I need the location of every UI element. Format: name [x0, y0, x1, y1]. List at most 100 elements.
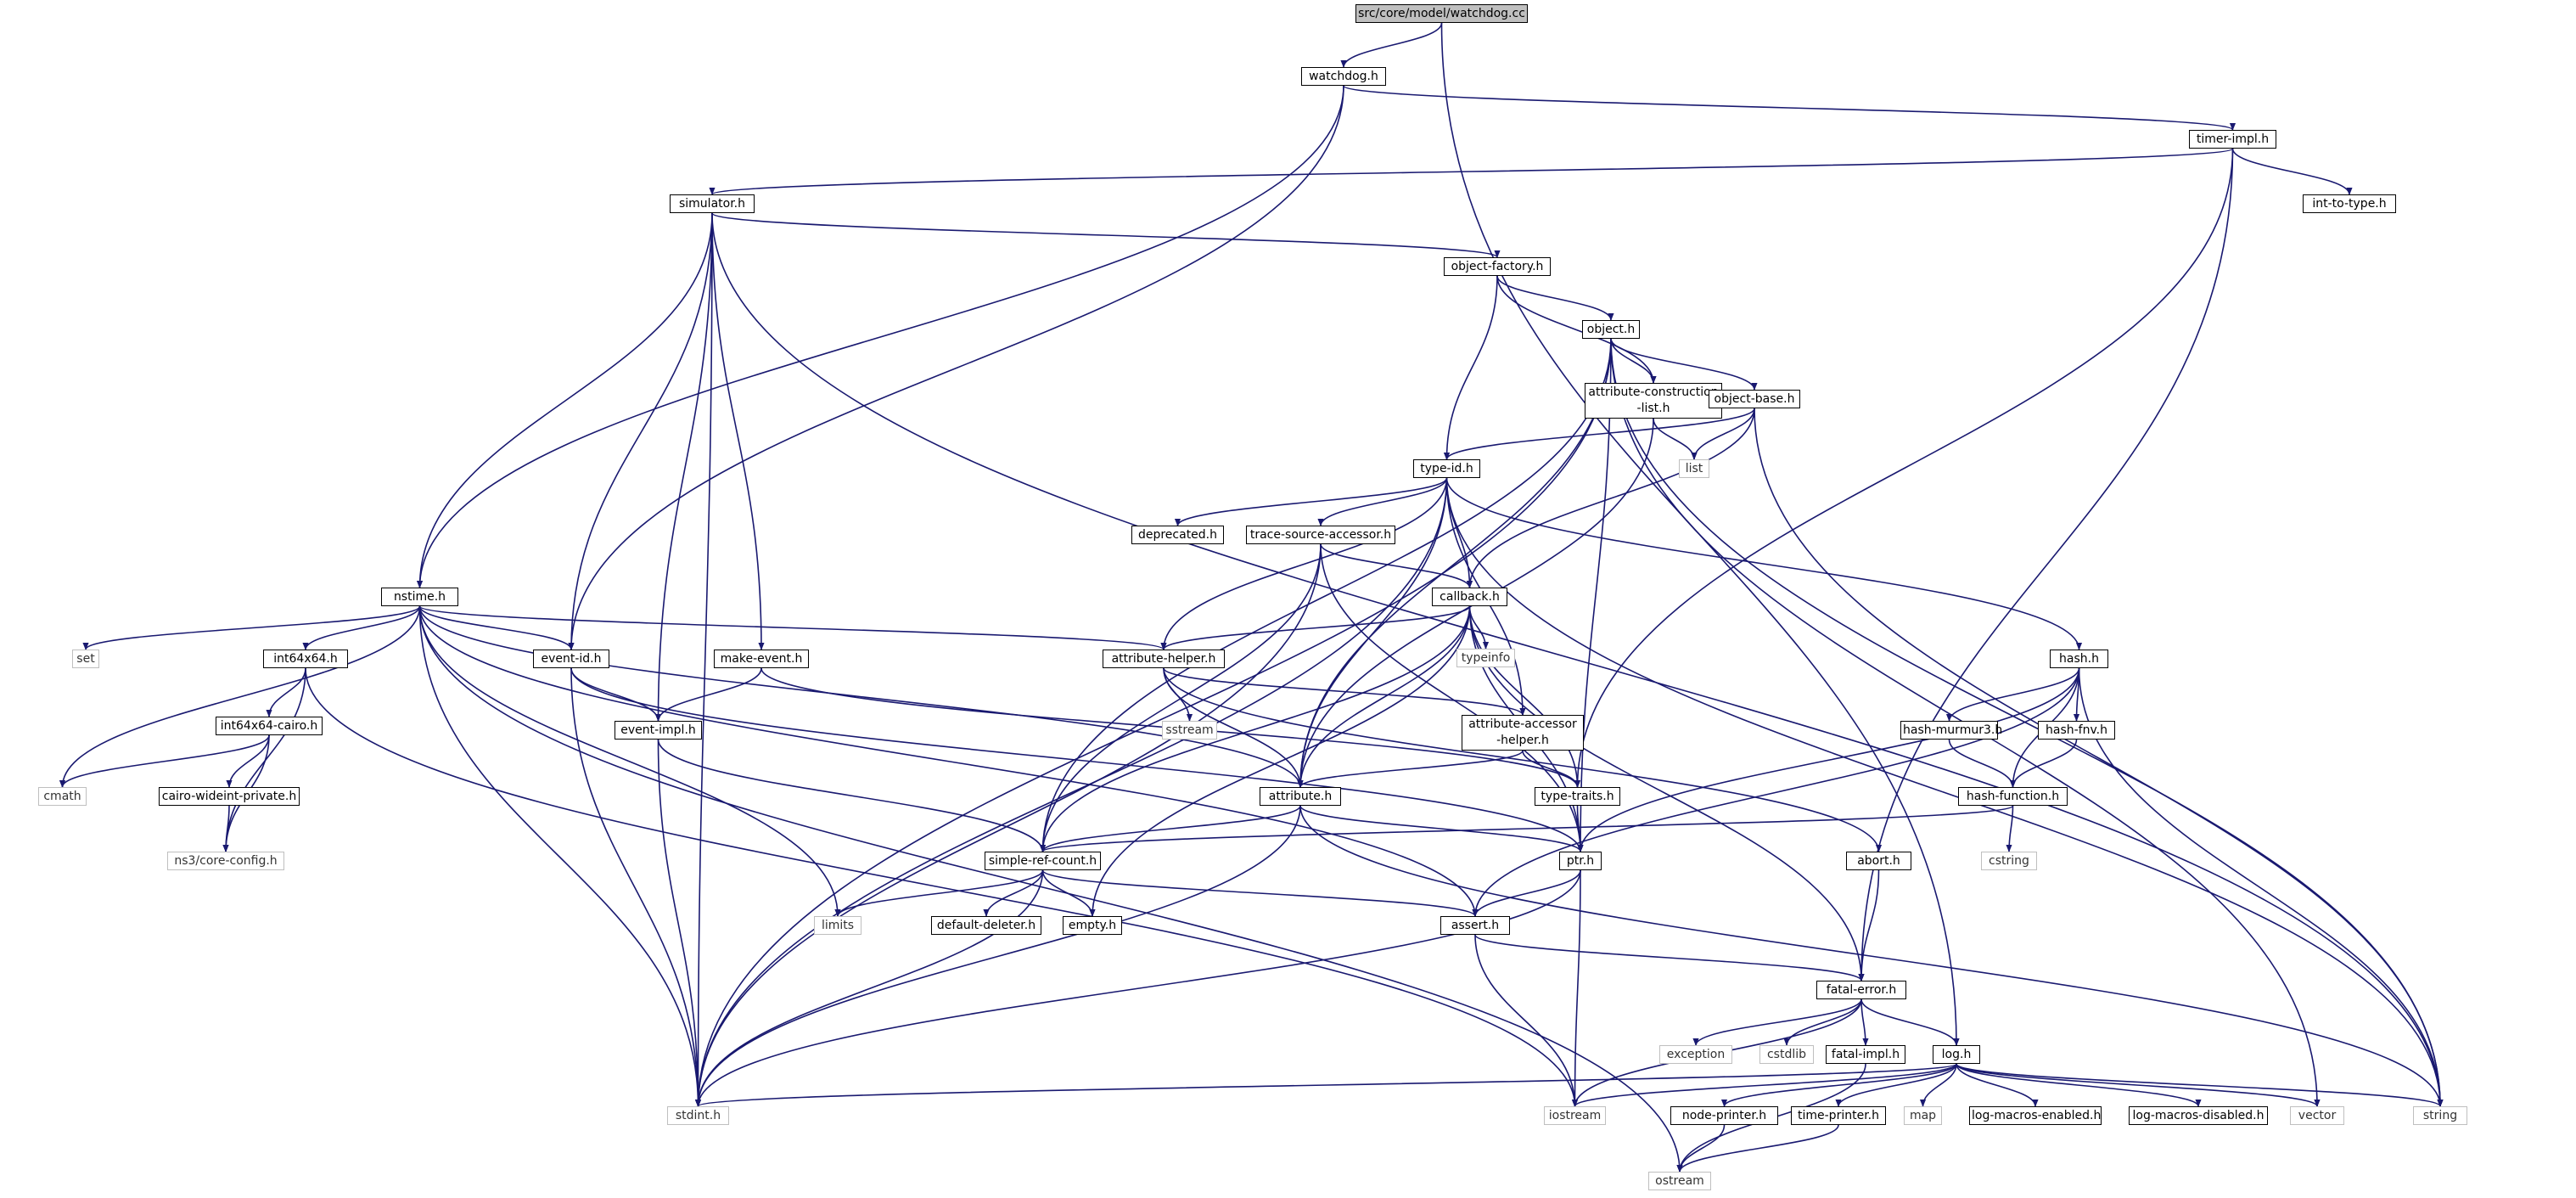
edge-typeid-to-hash — [1445, 477, 2083, 650]
edge-simulator-to-eventimpl — [654, 212, 713, 722]
edge-objectfactory-to-attrconstr — [1496, 275, 1657, 384]
node-defaultdeleter[interactable]: default-deleter.h — [931, 916, 1041, 935]
edge-watchdog-to-eventid — [568, 85, 1344, 650]
node-eventimpl[interactable]: event-impl.h — [615, 721, 702, 740]
node-simplerefcount[interactable]: simple-ref-count.h — [985, 852, 1101, 870]
edge-objectbase-to-string — [1754, 408, 2444, 1107]
edge-nstime-to-int64x64 — [302, 605, 421, 650]
node-fatalimpl[interactable]: fatal-impl.h — [1826, 1045, 1905, 1064]
edge-object-to-ptr — [1577, 338, 1612, 852]
node-fatalerror[interactable]: fatal-error.h — [1816, 981, 1906, 999]
edge-simulator-to-eventid — [568, 212, 713, 650]
node-eventid[interactable]: event-id.h — [533, 650, 609, 668]
edge-attraccessor-to-typetraits — [1522, 750, 1581, 788]
node-tracesrc[interactable]: trace-source-accessor.h — [1246, 526, 1395, 544]
node-logdisabled[interactable]: log-macros-disabled.h — [2129, 1106, 2268, 1125]
edge-fatalerror-to-log — [1860, 998, 1960, 1046]
node-assert[interactable]: assert.h — [1440, 916, 1510, 935]
node-ptr[interactable]: ptr.h — [1559, 852, 1602, 870]
edge-log-to-string — [1956, 1063, 2444, 1107]
node-abort[interactable]: abort.h — [1846, 852, 1911, 870]
node-vector: vector — [2290, 1106, 2344, 1125]
node-ostream: ostream — [1648, 1172, 1711, 1190]
node-hashmurmur[interactable]: hash-murmur3.h — [1900, 721, 2002, 740]
edge-hashfnv-to-hashfunction — [2009, 739, 2078, 788]
node-root[interactable]: src/core/model/watchdog.cc — [1355, 4, 1528, 23]
node-ns3config: ns3/core-config.h — [167, 852, 284, 870]
node-nstime[interactable]: nstime.h — [381, 588, 458, 606]
edge-typeid-to-attribute — [1297, 477, 1448, 788]
edge-simulator-to-makeevent — [711, 212, 765, 650]
node-cstdlib: cstdlib — [1759, 1045, 1814, 1064]
edge-assert-to-fatalerror — [1474, 934, 1865, 981]
edge-hashfunction-to-simplerefcount — [1040, 805, 2014, 852]
edge-typeid-to-tracesrc — [1317, 477, 1448, 526]
edge-tracesrc-to-simplerefcount — [1039, 543, 1322, 852]
edge-timeprinter-to-ostream — [1676, 1124, 1839, 1173]
edge-log-to-stdint — [695, 1063, 1957, 1107]
node-hashfunction[interactable]: hash-function.h — [1958, 787, 2068, 806]
edge-nstime-to-assert — [418, 605, 1479, 917]
edge-log-to-logdisabled — [1956, 1063, 2202, 1107]
node-timeprinter[interactable]: time-printer.h — [1791, 1106, 1886, 1125]
node-log[interactable]: log.h — [1933, 1045, 1980, 1064]
edge-timerimpl-to-fatalerror — [1858, 148, 2234, 981]
node-hash[interactable]: hash.h — [2050, 650, 2108, 668]
node-logenabled[interactable]: log-macros-enabled.h — [1969, 1106, 2102, 1125]
node-callback[interactable]: callback.h — [1432, 588, 1507, 606]
node-attribute[interactable]: attribute.h — [1260, 787, 1341, 806]
node-objectbase[interactable]: object-base.h — [1709, 390, 1800, 408]
edge-log-to-logenabled — [1956, 1063, 2039, 1107]
edge-hash-to-hashmurmur — [1945, 667, 2080, 722]
node-cstring: cstring — [1981, 852, 2037, 870]
node-typetraits[interactable]: type-traits.h — [1535, 787, 1620, 806]
edge-attraccessor-to-attribute — [1297, 750, 1524, 788]
edge-watchdog-to-timerimpl — [1343, 85, 2236, 131]
node-attraccessor[interactable]: attribute-accessor-helper.h — [1462, 715, 1584, 751]
node-cmath: cmath — [38, 787, 87, 806]
node-attrconstr[interactable]: attribute-construction-list.h — [1585, 383, 1722, 419]
node-timerimpl[interactable]: timer-impl.h — [2189, 130, 2276, 149]
edge-nstime-to-ostream — [418, 605, 1683, 1173]
node-inttotype[interactable]: int-to-type.h — [2303, 194, 2396, 213]
node-attrhelper[interactable]: attribute-helper.h — [1103, 650, 1225, 668]
edge-eventid-to-stdint — [570, 667, 702, 1107]
edge-simplerefcount-to-stdint — [694, 869, 1044, 1107]
node-empty[interactable]: empty.h — [1063, 916, 1122, 935]
edge-simulator-to-objectfactory — [711, 212, 1501, 258]
node-typeid[interactable]: type-id.h — [1413, 459, 1480, 478]
edge-attribute-to-stdint — [694, 805, 1301, 1107]
node-string: string — [2413, 1106, 2467, 1125]
edge-hashfunction-to-cstring — [2006, 805, 2014, 852]
node-cairowide[interactable]: cairo-wideint-private.h — [159, 787, 300, 806]
edge-ptr-to-assert — [1472, 869, 1581, 917]
edge-int64cairo-to-cmath — [59, 734, 270, 788]
node-hashfnv[interactable]: hash-fnv.h — [2038, 721, 2115, 740]
node-watchdog[interactable]: watchdog.h — [1301, 67, 1386, 86]
edge-log-to-iostream — [1572, 1063, 1957, 1107]
node-simulator[interactable]: simulator.h — [670, 194, 755, 213]
edge-nstime-to-attrhelper — [418, 605, 1167, 650]
edge-timerimpl-to-inttotype — [2231, 148, 2353, 195]
node-sstream: sstream — [1162, 721, 1217, 740]
edge-objectbase-to-list — [1691, 408, 1755, 460]
edge-callback-to-attribute — [1297, 605, 1471, 788]
node-deprecated[interactable]: deprecated.h — [1131, 526, 1224, 544]
edge-int64x64-to-int64cairo — [266, 667, 306, 717]
node-object[interactable]: object.h — [1582, 320, 1640, 339]
node-objectfactory[interactable]: object-factory.h — [1444, 257, 1551, 276]
node-int64cairo[interactable]: int64x64-cairo.h — [216, 717, 323, 735]
node-makeevent[interactable]: make-event.h — [714, 650, 809, 668]
node-nodeprinter[interactable]: node-printer.h — [1670, 1106, 1778, 1125]
edge-callback-to-simplerefcount — [1039, 605, 1471, 852]
edge-fatalerror-to-cstdlib — [1783, 998, 1862, 1046]
edge-nstime-to-limits — [418, 605, 841, 917]
edge-log-to-vector — [1956, 1063, 2321, 1107]
node-int64x64[interactable]: int64x64.h — [263, 650, 348, 668]
edge-object-to-stdint — [694, 338, 1612, 1107]
node-limits: limits — [814, 916, 861, 935]
edge-callback-to-fatalerror — [1468, 605, 1865, 981]
edge-hash-to-ptr — [1577, 667, 2080, 852]
edge-nstime-to-eventid — [418, 605, 575, 650]
